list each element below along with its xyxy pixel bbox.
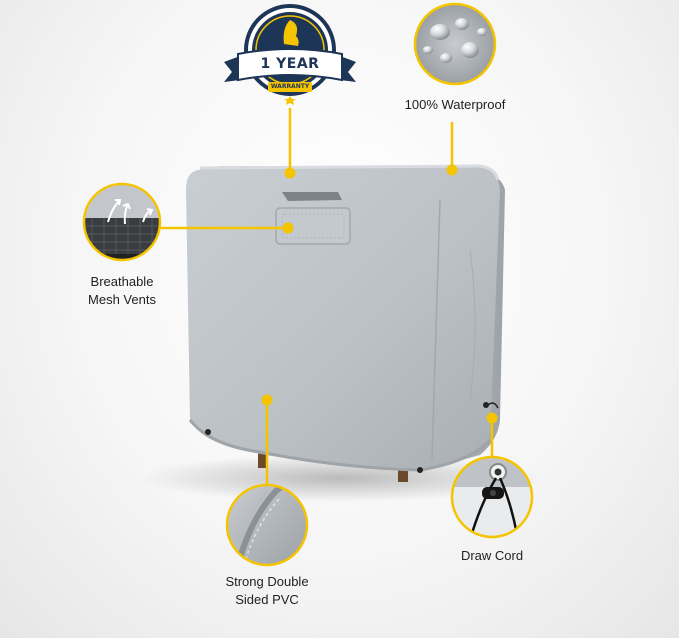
vent-opening [282, 192, 342, 201]
star-icon [284, 96, 296, 105]
badge-sub-text: WARRANTY [270, 83, 310, 90]
label-waterproof-text: 100% Waterproof [404, 97, 506, 112]
leader-lines [160, 108, 494, 484]
label-mesh-vents: Breathable Mesh Vents [72, 273, 172, 309]
pvc-detail-circle [225, 483, 309, 567]
label-pvc: Strong Double Sided PVC [207, 573, 327, 609]
waterproof-detail-circle [413, 2, 497, 86]
drawcord-detail-circle [450, 455, 534, 539]
label-mesh-vents-line2: Mesh Vents [88, 292, 156, 307]
label-mesh-vents-line1: Breathable [90, 274, 154, 289]
label-pvc-line2: Sided PVC [235, 592, 299, 607]
label-pvc-line1: Strong Double [225, 574, 309, 589]
mesh-vents-detail-circle [82, 182, 162, 262]
warranty-badge [224, 4, 356, 105]
badge-main-text: 1 YEAR [260, 56, 320, 72]
label-drawcord: Draw Cord [442, 547, 542, 565]
cover-front [186, 166, 500, 470]
callout-dots [261, 164, 498, 424]
label-drawcord-text: Draw Cord [460, 548, 524, 563]
label-waterproof: 100% Waterproof [393, 96, 517, 114]
vent-flap [275, 207, 351, 245]
